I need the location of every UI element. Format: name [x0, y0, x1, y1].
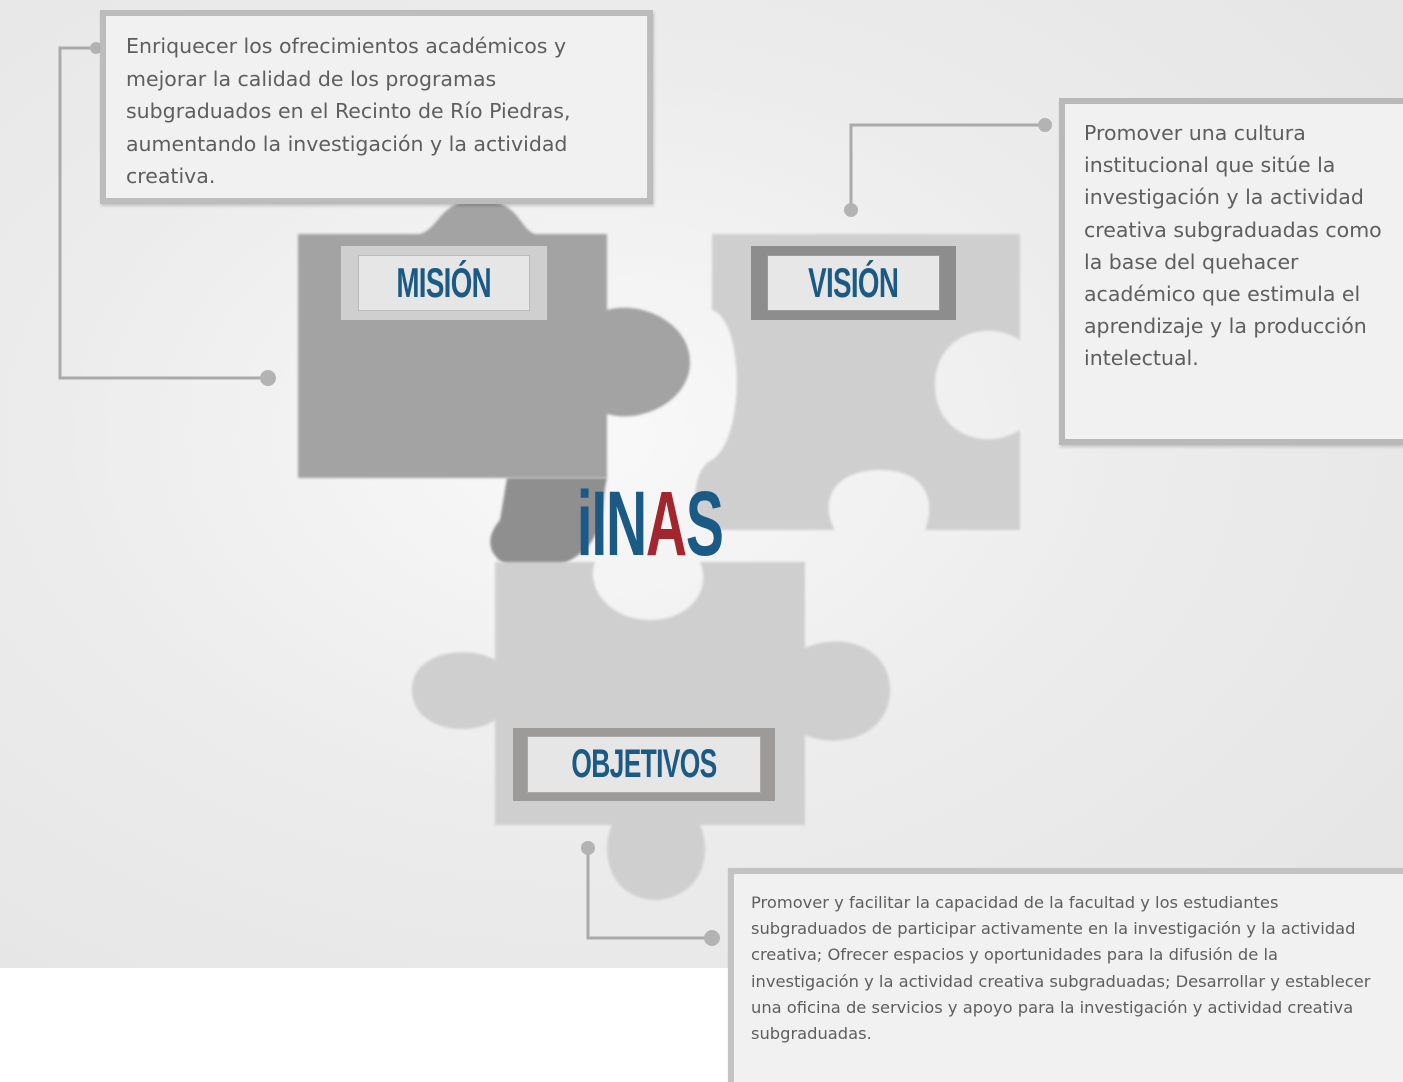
vision-connector-dot: [844, 203, 858, 217]
mision-connector-line: [58, 46, 268, 380]
vision-description-box: Promover una cultura institucional que s…: [1059, 98, 1403, 445]
vision-label-plate: VISIÓN: [751, 246, 956, 320]
mision-connector-dot-top: [90, 42, 102, 54]
connector-lines: [58, 46, 1045, 940]
mision-label-plate: MISIÓN: [341, 246, 547, 320]
mision-label-plate-inner: MISIÓN: [358, 255, 530, 311]
logo-text-part-3: S: [686, 473, 724, 575]
objetivos-description: Promover y facilitar la capacidad de la …: [751, 893, 1371, 1044]
vision-description: Promover una cultura institucional que s…: [1084, 121, 1382, 371]
mision-description: Enriquecer los ofrecimientos académicos …: [126, 34, 571, 188]
mision-label: MISIÓN: [396, 259, 492, 306]
objetivos-connector-dot-top: [581, 841, 595, 855]
vision-label-plate-inner: VISIÓN: [767, 255, 940, 311]
vision-label: VISIÓN: [808, 259, 899, 306]
logo-text-part-2: A: [646, 473, 687, 575]
objetivos-connector-dot: [704, 930, 720, 946]
objetivos-label-plate: OBJETIVOS: [513, 728, 775, 801]
objetivos-connector-line: [586, 848, 712, 940]
objetivos-description-box: Promover y facilitar la capacidad de la …: [728, 868, 1403, 1082]
connector-dots: [90, 42, 1052, 946]
objetivos-label: OBJETIVOS: [571, 742, 717, 786]
iinas-logo-wordmark: iINAS: [577, 478, 724, 570]
vision-connector-dot-right: [1038, 118, 1052, 132]
mision-connector-dot: [260, 370, 276, 386]
vision-connector-line: [849, 123, 1045, 210]
objetivos-label-plate-inner: OBJETIVOS: [527, 736, 761, 793]
logo-text-part-1: iIN: [577, 473, 647, 575]
mision-description-box: Enriquecer los ofrecimientos académicos …: [100, 10, 653, 204]
iinas-logo: iINAS: [560, 470, 740, 570]
